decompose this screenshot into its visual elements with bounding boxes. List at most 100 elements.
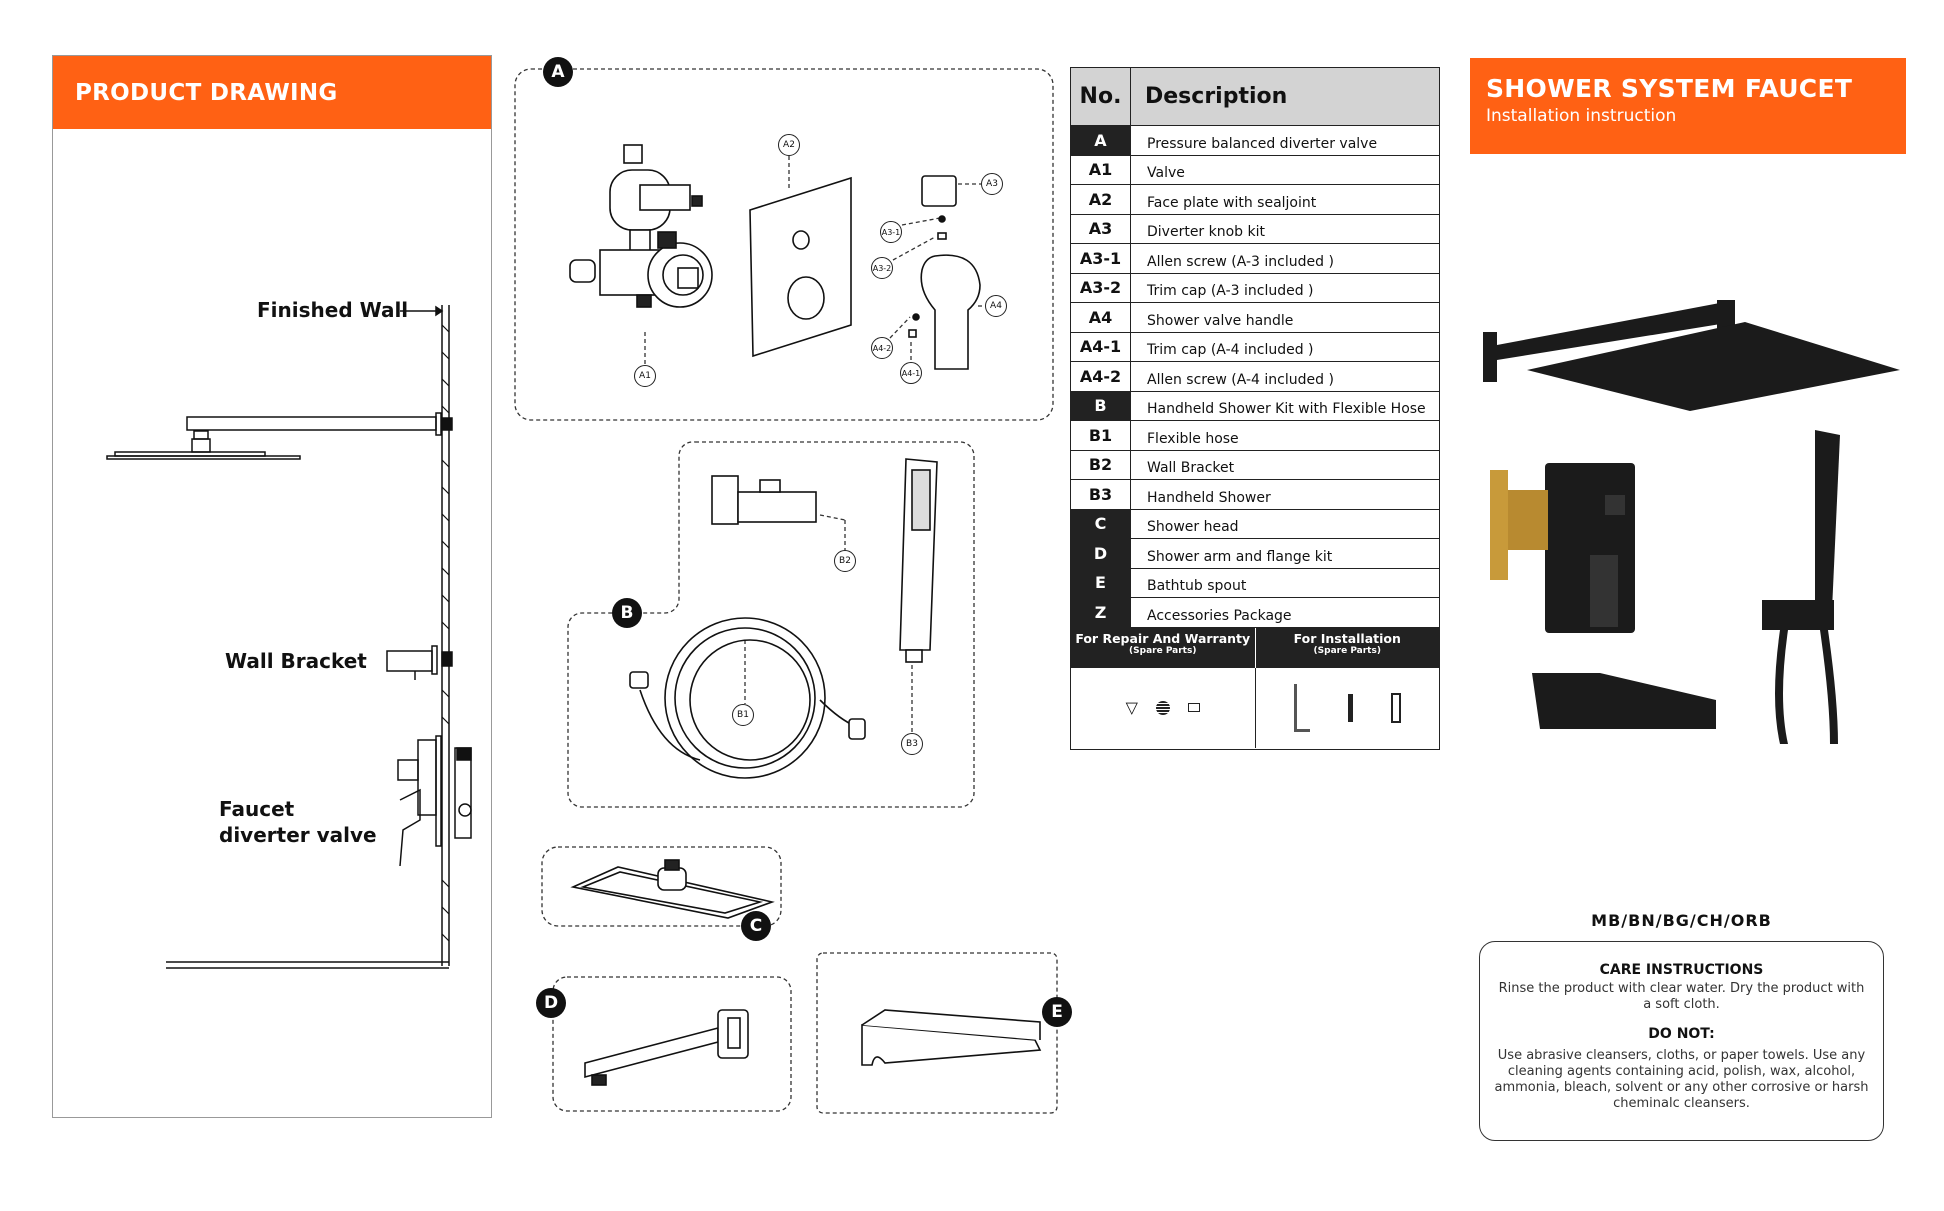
header-description: Description	[1145, 84, 1288, 109]
row-description: Trim cap (A-3 included )	[1147, 283, 1314, 299]
document-title: SHOWER SYSTEM FAUCET	[1486, 74, 1853, 103]
handheld-shower-photo	[1762, 430, 1840, 744]
care-title: CARE INSTRUCTIONS	[1599, 962, 1764, 978]
product-drawing-title: PRODUCT DRAWING	[53, 56, 491, 129]
table-header: No. Description	[1071, 68, 1439, 126]
donot-text: Use abrasive cleansers, cloths, or paper…	[1494, 1047, 1869, 1112]
table-row: B3 Handheld Shower	[1071, 480, 1439, 510]
row-description: Allen screw (A-3 included )	[1147, 253, 1334, 270]
callout-a3-2: A3-2	[871, 257, 893, 279]
row-number: D	[1071, 539, 1131, 568]
table-row: B2 Wall Bracket	[1071, 450, 1439, 480]
row-number: A1	[1071, 155, 1131, 184]
row-description: Flexible hose	[1147, 430, 1239, 447]
row-number: A4-2	[1071, 362, 1131, 391]
panel-c-frame	[541, 846, 782, 927]
document-subtitle: Installation instruction	[1486, 106, 1677, 126]
row-description: Wall Bracket	[1147, 460, 1235, 476]
row-description: Handheld Shower	[1147, 489, 1271, 506]
finished-wall-label: Finished Wall	[257, 298, 409, 322]
row-number: A3	[1071, 214, 1131, 243]
table-row: C Shower head	[1071, 509, 1439, 539]
row-description: Accessories Package	[1147, 607, 1292, 624]
row-number: B3	[1071, 480, 1131, 509]
row-number: B2	[1071, 450, 1131, 479]
row-number: B	[1071, 391, 1131, 420]
care-text: Rinse the product with clear water. Dry …	[1498, 981, 1865, 1013]
row-number: A3-2	[1071, 273, 1131, 302]
document-title-banner: SHOWER SYSTEM FAUCET Installation instru…	[1470, 58, 1906, 154]
spare-parts-header: For Repair And Warranty(Spare Parts) For…	[1071, 627, 1439, 668]
table-row: A1 Valve	[1071, 155, 1439, 185]
badge-c: C	[741, 911, 771, 941]
rain-showerhead-photo	[1483, 300, 1900, 411]
table-row: D Shower arm and flange kit	[1071, 539, 1439, 569]
table-row: A3-1 Allen screw (A-3 included )	[1071, 244, 1439, 274]
wall-bracket-label: Wall Bracket	[225, 649, 367, 673]
table-row: A3-2 Trim cap (A-3 included )	[1071, 273, 1439, 303]
funnel-filter-icon: ▽	[1125, 698, 1138, 717]
row-description: Shower valve handle	[1147, 312, 1294, 329]
badge-a: A	[543, 57, 573, 87]
badge-e: E	[1042, 997, 1072, 1027]
row-description: Trim cap (A-4 included )	[1147, 342, 1314, 358]
callout-a4-2: A4-2	[871, 337, 893, 359]
callout-b1: B1	[732, 704, 754, 726]
row-number: B1	[1071, 421, 1131, 450]
row-description: Valve	[1147, 165, 1185, 181]
wall-anchor-icon	[1390, 692, 1401, 723]
row-number: A4-1	[1071, 332, 1131, 361]
seal-washer-icon	[1155, 700, 1170, 715]
row-description: Bathtub spout	[1147, 578, 1247, 594]
allen-key-icon	[1293, 683, 1310, 732]
row-number: A4	[1071, 303, 1131, 332]
row-description: Shower head	[1147, 519, 1239, 535]
row-description: Allen screw (A-4 included )	[1147, 371, 1334, 388]
table-row: A4-1 Trim cap (A-4 included )	[1071, 332, 1439, 362]
row-number: C	[1071, 509, 1131, 538]
callout-a4-1: A4-1	[900, 362, 922, 384]
callout-a3: A3	[981, 173, 1003, 195]
badge-b: B	[612, 598, 642, 628]
spare-parts-icons: ▽	[1071, 667, 1439, 748]
callout-a3-1: A3-1	[880, 221, 902, 243]
tub-spout-photo	[1532, 673, 1716, 729]
panel-e-frame	[816, 952, 1058, 1114]
panel-a-frame	[514, 68, 1054, 421]
care-instructions-box: CARE INSTRUCTIONS Rinse the product with…	[1479, 941, 1884, 1141]
row-description: Diverter knob kit	[1147, 224, 1266, 240]
trim-cap-icon	[1187, 703, 1200, 712]
callout-a4: A4	[985, 295, 1007, 317]
row-description: Pressure balanced diverter valve	[1147, 135, 1378, 152]
callout-b2: B2	[834, 550, 856, 572]
badge-d: D	[536, 988, 566, 1018]
row-description: Handheld Shower Kit with Flexible Hose	[1147, 401, 1426, 417]
spare-repair-heading: For Repair And Warranty(Spare Parts)	[1071, 627, 1256, 668]
callout-b3: B3	[901, 733, 923, 755]
table-row: A3 Diverter knob kit	[1071, 214, 1439, 244]
faucet-label-line2: diverter valve	[219, 823, 377, 847]
row-description: Shower arm and flange kit	[1147, 548, 1333, 565]
product-drawing-panel: PRODUCT DRAWING	[52, 55, 492, 1118]
diverter-valve-photo	[1490, 463, 1635, 633]
screw-icon	[1347, 693, 1353, 722]
table-row: B Handheld Shower Kit with Flexible Hose	[1071, 391, 1439, 421]
row-description: Face plate with sealjoint	[1147, 194, 1317, 211]
callout-a2: A2	[778, 134, 800, 156]
header-no: No.	[1071, 68, 1131, 125]
faucet-label-line1: Faucet	[219, 797, 295, 821]
finish-options: MB/BN/BG/CH/ORB	[1591, 911, 1772, 930]
table-row: A4 Shower valve handle	[1071, 303, 1439, 333]
panel-d-frame	[552, 976, 792, 1112]
spare-install-heading: For Installation(Spare Parts)	[1293, 630, 1401, 656]
panel-b-frame	[567, 441, 975, 808]
row-number: A3-1	[1071, 244, 1131, 273]
